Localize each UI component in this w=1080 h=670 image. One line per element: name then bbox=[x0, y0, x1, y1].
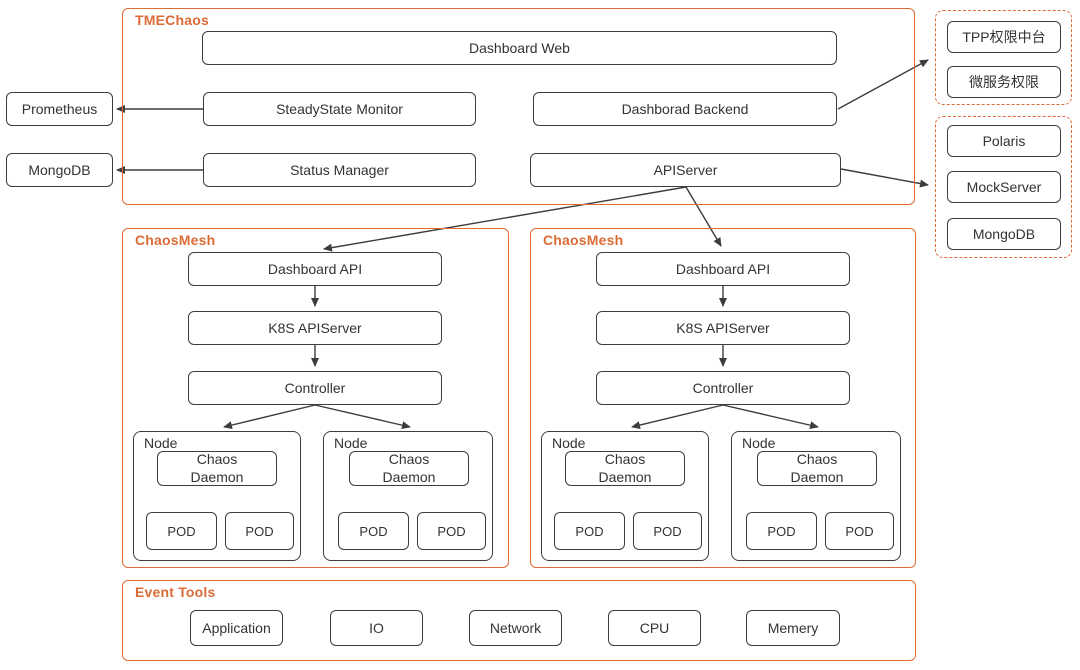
chaos-daemon-box: Chaos Daemon bbox=[157, 451, 277, 486]
box-dashboard-api-right: Dashboard API bbox=[596, 252, 850, 286]
box-event-io: IO bbox=[330, 610, 423, 646]
box-event-network: Network bbox=[469, 610, 562, 646]
box-dashboard-web: Dashboard Web bbox=[202, 31, 837, 65]
chaos-daemon-box: Chaos Daemon bbox=[757, 451, 877, 486]
event-tools-title: Event Tools bbox=[135, 584, 216, 600]
chaos-daemon-box: Chaos Daemon bbox=[565, 451, 685, 486]
box-k8s-apiserver-right: K8S APIServer bbox=[596, 311, 850, 345]
box-prometheus: Prometheus bbox=[6, 92, 113, 126]
box-polaris: Polaris bbox=[947, 125, 1061, 157]
box-status-manager: Status Manager bbox=[203, 153, 476, 187]
chaos-daemon-box: Chaos Daemon bbox=[349, 451, 469, 486]
node-left-2: Node Chaos Daemon POD POD bbox=[323, 431, 493, 561]
box-controller-left: Controller bbox=[188, 371, 442, 405]
auth-group: TPP权限中台 微服务权限 bbox=[935, 10, 1072, 105]
node-label: Node bbox=[552, 435, 586, 451]
chaosmesh-left-title: ChaosMesh bbox=[135, 232, 216, 248]
pod-box: POD bbox=[338, 512, 409, 550]
node-left-1: Node Chaos Daemon POD POD bbox=[133, 431, 301, 561]
box-dashborad-backend: Dashborad Backend bbox=[533, 92, 837, 126]
box-dashboard-api-left: Dashboard API bbox=[188, 252, 442, 286]
chaosmesh-left-container: ChaosMesh bbox=[122, 228, 509, 568]
pod-box: POD bbox=[225, 512, 294, 550]
box-controller-right: Controller bbox=[596, 371, 850, 405]
pod-box: POD bbox=[554, 512, 625, 550]
box-tpp-auth: TPP权限中台 bbox=[947, 21, 1061, 53]
box-mongodb-middleware: MongoDB bbox=[947, 218, 1061, 250]
node-label: Node bbox=[144, 435, 178, 451]
tmechaos-title: TMEChaos bbox=[135, 12, 209, 28]
box-event-memery: Memery bbox=[746, 610, 840, 646]
pod-box: POD bbox=[417, 512, 486, 550]
tmechaos-container: TMEChaos bbox=[122, 8, 915, 205]
node-label: Node bbox=[334, 435, 368, 451]
node-right-1: Node Chaos Daemon POD POD bbox=[541, 431, 709, 561]
pod-box: POD bbox=[746, 512, 817, 550]
box-apiserver: APIServer bbox=[530, 153, 841, 187]
box-k8s-apiserver-left: K8S APIServer bbox=[188, 311, 442, 345]
box-steadystate-monitor: SteadyState Monitor bbox=[203, 92, 476, 126]
pod-box: POD bbox=[633, 512, 702, 550]
box-microservice-auth: 微服务权限 bbox=[947, 66, 1061, 98]
chaosmesh-right-container: ChaosMesh bbox=[530, 228, 916, 568]
box-mockserver: MockServer bbox=[947, 171, 1061, 203]
node-right-2: Node Chaos Daemon POD POD bbox=[731, 431, 901, 561]
pod-box: POD bbox=[825, 512, 894, 550]
pod-box: POD bbox=[146, 512, 217, 550]
middleware-group: Polaris MockServer MongoDB bbox=[935, 116, 1072, 258]
box-event-application: Application bbox=[190, 610, 283, 646]
event-tools-container: Event Tools bbox=[122, 580, 916, 661]
box-mongodb-external: MongoDB bbox=[6, 153, 113, 187]
box-event-cpu: CPU bbox=[608, 610, 701, 646]
node-label: Node bbox=[742, 435, 776, 451]
chaosmesh-right-title: ChaosMesh bbox=[543, 232, 624, 248]
